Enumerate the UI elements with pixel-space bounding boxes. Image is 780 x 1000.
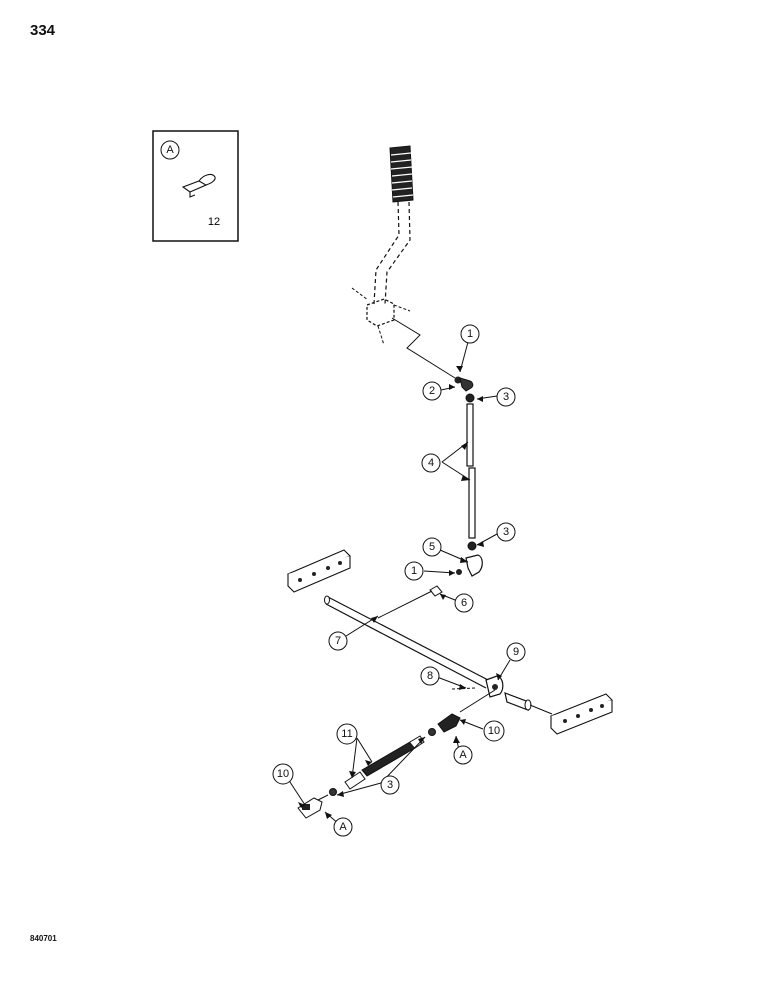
callout-7-label: 7	[335, 635, 341, 647]
document-code: 840701	[30, 934, 57, 943]
inset-view-a: A 12	[152, 130, 239, 242]
adjuster-rod	[329, 735, 425, 796]
callout-1a-label: 1	[467, 328, 473, 340]
callout-6-label: 6	[461, 597, 467, 609]
callout-10a: 10	[483, 720, 505, 742]
upper-clevis	[428, 689, 496, 736]
inset-view-label: A	[166, 144, 174, 156]
callout-10b-label: 10	[277, 768, 289, 780]
callout-3b-label: 3	[503, 526, 509, 538]
callout-10b: 10	[272, 763, 294, 785]
callout-3c-label: 3	[387, 779, 393, 791]
callout-9-label: 9	[513, 646, 519, 658]
lower-ball-joint	[456, 541, 483, 577]
right-bracket	[550, 693, 613, 735]
callout-3a-label: 3	[503, 391, 509, 403]
callout-1b-label: 1	[411, 565, 417, 577]
callout-6: 6	[454, 593, 474, 613]
bushing-6	[377, 585, 443, 619]
upper-ball-joint	[454, 376, 475, 403]
pointer-arrows	[298, 366, 502, 819]
callout-3c: 3	[380, 775, 400, 795]
callout-11-label: 11	[341, 728, 352, 740]
callout-11: 11	[336, 723, 358, 745]
control-rod	[466, 403, 476, 539]
callout-2: 2	[422, 381, 442, 401]
callout-1a: 1	[460, 324, 480, 344]
page-number: 334	[30, 22, 56, 39]
callout-3b: 3	[496, 522, 516, 542]
callout-A-upper: A	[453, 745, 473, 765]
callout-8: 8	[420, 666, 440, 686]
callout-10a-label: 10	[488, 725, 500, 737]
clip-pin-icon	[181, 173, 216, 198]
inset-part-label: 12	[208, 216, 220, 228]
callout-3a: 3	[496, 387, 516, 407]
hand-lever	[351, 145, 456, 379]
callout-2-label: 2	[429, 385, 435, 397]
callout-1b: 1	[404, 561, 424, 581]
callout-8-label: 8	[427, 670, 433, 682]
callout-4: 4	[421, 453, 441, 473]
left-bracket	[287, 549, 351, 593]
lower-clevis	[297, 794, 329, 819]
callout-9: 9	[506, 642, 526, 662]
callout-4-label: 4	[428, 457, 434, 469]
callout-5: 5	[422, 537, 442, 557]
callout-A-upper-label: A	[459, 749, 467, 761]
callout-A-lower-label: A	[339, 821, 347, 833]
callout-5-label: 5	[429, 541, 435, 553]
callout-7: 7	[328, 631, 348, 651]
callout-A-lower: A	[333, 817, 353, 837]
